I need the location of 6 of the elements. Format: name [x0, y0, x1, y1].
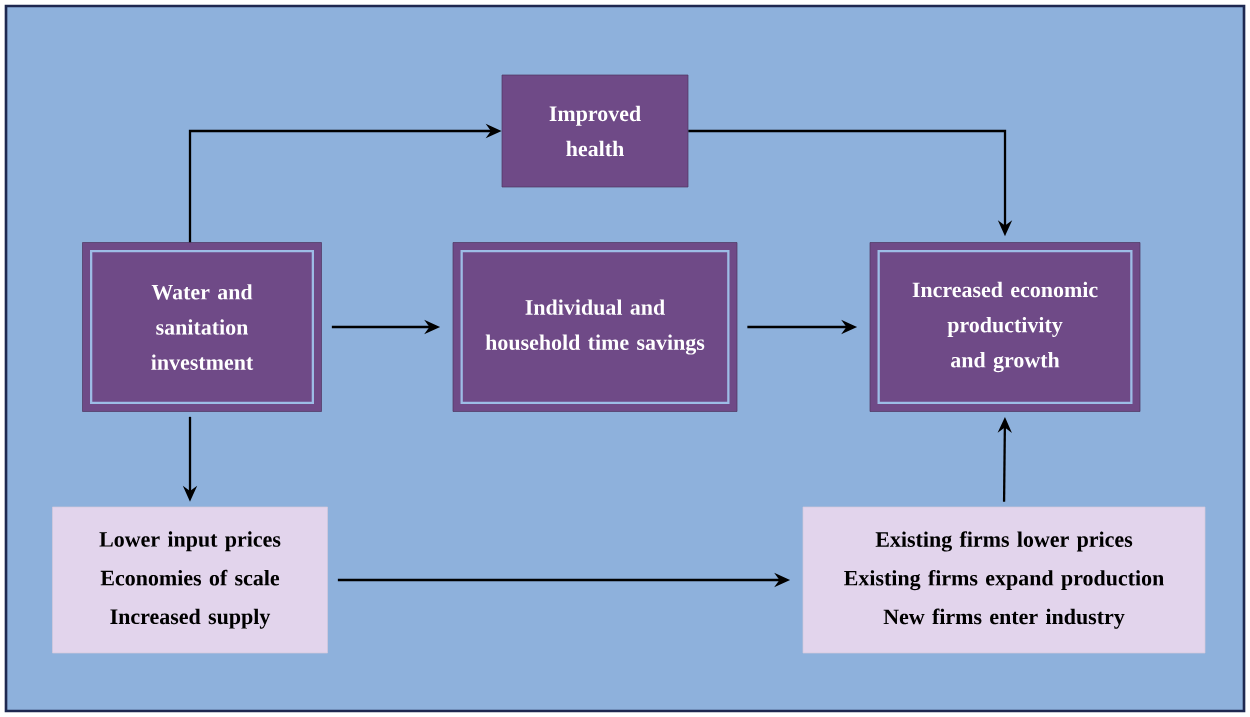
process-box: Improved health: [501, 74, 689, 188]
list-box: Lower input prices Economies of scale Increased supply: [52, 506, 328, 654]
process-box: Water and sanitation investment: [82, 242, 322, 412]
list-box: Existing firms lower prices Existing firms expand production New firms enter industry: [802, 506, 1206, 654]
process-box: Individual and household time savings: [452, 242, 738, 412]
process-box: Increased economic productivity and growth: [869, 242, 1141, 412]
